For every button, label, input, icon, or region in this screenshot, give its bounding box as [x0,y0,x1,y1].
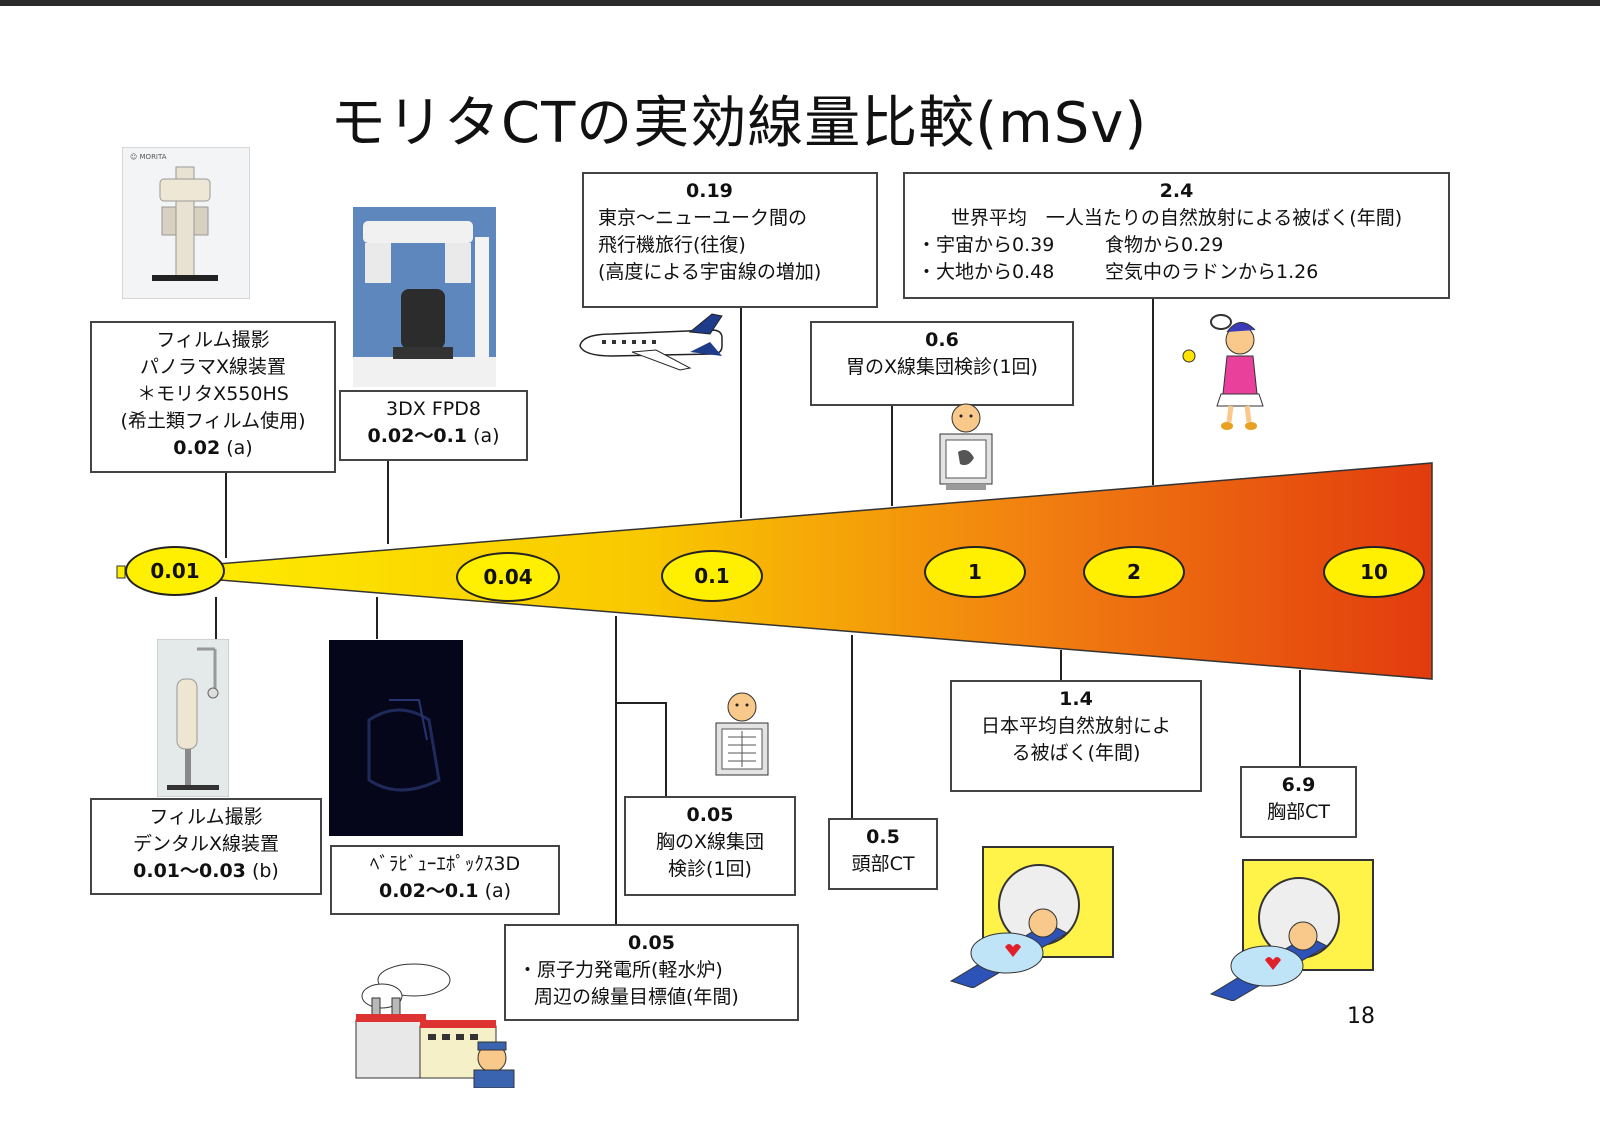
world-average-box: 2.4 世界平均 一人当たりの自然放射による被ばく(年間) ・宇宙から0.39 食… [903,172,1450,299]
head-ct-value: 0.5 [866,826,900,848]
fpd8-ref: (a) [473,425,500,447]
chest-line-1: 胸のX線集団 [655,831,765,853]
panorama-line-4: (希土類フィルム使用) [120,410,306,432]
panorama-line-3: ＊モリタX550HS [137,383,289,405]
flight-line-3: (高度による宇宙線の増加) [598,261,822,283]
ct-scanner-patient-icon-2 [1209,859,1374,1001]
connector-chest-ct [1299,670,1301,766]
connector-stomach [891,406,893,506]
scale-marker-1: 1 [924,546,1026,598]
world-food: 食物から0.29 [1105,234,1224,256]
connector-dental [215,597,217,639]
chest-line-2: 検診(1回) [668,858,752,880]
dental-line-2: デンタルX線装置 [132,833,280,855]
veraview-value: 0.02～0.1 [378,880,479,902]
japan-line-2: る被ばく(年間) [1011,742,1141,764]
chest-value: 0.05 [686,804,734,826]
dental-xray-unit-icon [157,639,229,797]
world-earth: ・大地から0.48 [917,261,1055,283]
cone-beam-ct-unit-icon [353,207,496,387]
nuclear-line-2: 周辺の線量目標値(年間) [534,986,739,1008]
connector-fpd8 [387,461,389,544]
dental-box: フィルム撮影 デンタルX線装置 0.01～0.03 (b) [90,798,322,895]
japan-line-1: 日本平均自然放射によ [980,715,1171,737]
stomach-label: 胃のX線集団検診(1回) [846,356,1038,378]
svg-text:☺ MORITA: ☺ MORITA [130,153,167,161]
connector-head-ct [851,635,853,818]
veraview-ref: (a) [484,880,512,902]
panorama-box: フィルム撮影 パノラマX線装置 ＊モリタX550HS (希土類フィルム使用) 0… [90,321,336,473]
head-ct-label: 頭部CT [851,853,915,875]
chest-ct-box: 6.9 胸部CT [1240,766,1357,838]
scale-marker-0-1: 0.1 [661,550,763,602]
panorama-value: 0.02 [173,437,221,459]
japan-average-box: 1.4 日本平均自然放射によ る被ばく(年間) [950,680,1202,792]
japan-value: 1.4 [1059,688,1093,710]
person-chest-xray-icon [715,692,769,776]
nuclear-value: 0.05 [628,932,675,954]
connector-chest-h [615,702,667,704]
flight-line-2: 飛行機旅行(往復) [598,234,746,256]
ct-scanner-patient-icon [949,846,1114,988]
page-title: モリタCTの実効線量比較(mSv) [330,91,1148,156]
person-stomach-xray-icon [939,403,993,490]
connector-world [1152,297,1154,485]
nuclear-box: 0.05 ・原子力発電所(軽水炉) 周辺の線量目標値(年間) [504,924,799,1021]
world-value: 2.4 [1159,180,1194,202]
world-heading: 世界平均 一人当たりの自然放射による被ばく(年間) [950,207,1403,229]
top-border [0,0,1600,6]
dental-value: 0.01～0.03 [133,860,246,882]
connector-nuclear [615,616,617,924]
scale-marker-0-04: 0.04 [456,552,560,602]
head-ct-box: 0.5 頭部CT [828,818,938,890]
world-radon: 空気中のラドンから1.26 [1105,261,1319,283]
connector-panorama [225,473,227,558]
veraview-name: ﾍﾞﾗﾋﾞｭｰｴﾎﾟｯｸｽ3D [369,853,521,875]
chest-ct-label: 胸部CT [1267,801,1330,823]
chest-ct-value: 6.9 [1281,774,1316,796]
stomach-value: 0.6 [925,329,959,351]
dark-ct-photo-icon [329,640,463,836]
dental-ref: (b) [251,860,279,882]
nuclear-line-1: ・原子力発電所(軽水炉) [518,959,723,981]
power-plant-worker-icon [355,963,515,1088]
page-number: 18 [1347,1004,1375,1029]
connector-japan [1060,650,1062,680]
connector-veraview [376,597,378,639]
flight-line-1: 東京～ニューユーク間の [598,207,808,229]
fpd8-value: 0.02～0.1 [367,425,468,447]
flight-box: 0.19 東京～ニューユーク間の 飛行機旅行(往復) (高度による宇宙線の増加) [582,172,878,308]
girl-tennis-icon [1182,314,1264,430]
stomach-box: 0.6 胃のX線集団検診(1回) [810,321,1074,406]
airplane-icon [579,313,723,371]
connector-chest [665,702,667,796]
flight-value: 0.19 [686,180,733,202]
wedge-shape [121,462,1433,680]
world-space: ・宇宙から0.39 [917,234,1055,256]
panorama-line-1: フィルム撮影 [156,329,270,351]
dental-line-1: フィルム撮影 [149,806,263,828]
fpd8-box: 3DX FPD8 0.02～0.1 (a) [339,390,528,461]
fpd8-name: 3DX FPD8 [386,398,481,420]
scale-marker-2: 2 [1083,546,1185,598]
scale-marker-0-01: 0.01 [125,546,225,596]
veraview-box: ﾍﾞﾗﾋﾞｭｰｴﾎﾟｯｸｽ3D 0.02～0.1 (a) [330,845,560,915]
panorama-ref: (a) [226,437,253,459]
panoramic-xray-machine-icon: ☺ MORITA [122,147,250,299]
connector-flight [740,306,742,518]
chest-xray-box: 0.05 胸のX線集団 検診(1回) [624,796,796,896]
scale-marker-10: 10 [1323,546,1425,598]
panorama-line-2: パノラマX線装置 [139,356,287,378]
